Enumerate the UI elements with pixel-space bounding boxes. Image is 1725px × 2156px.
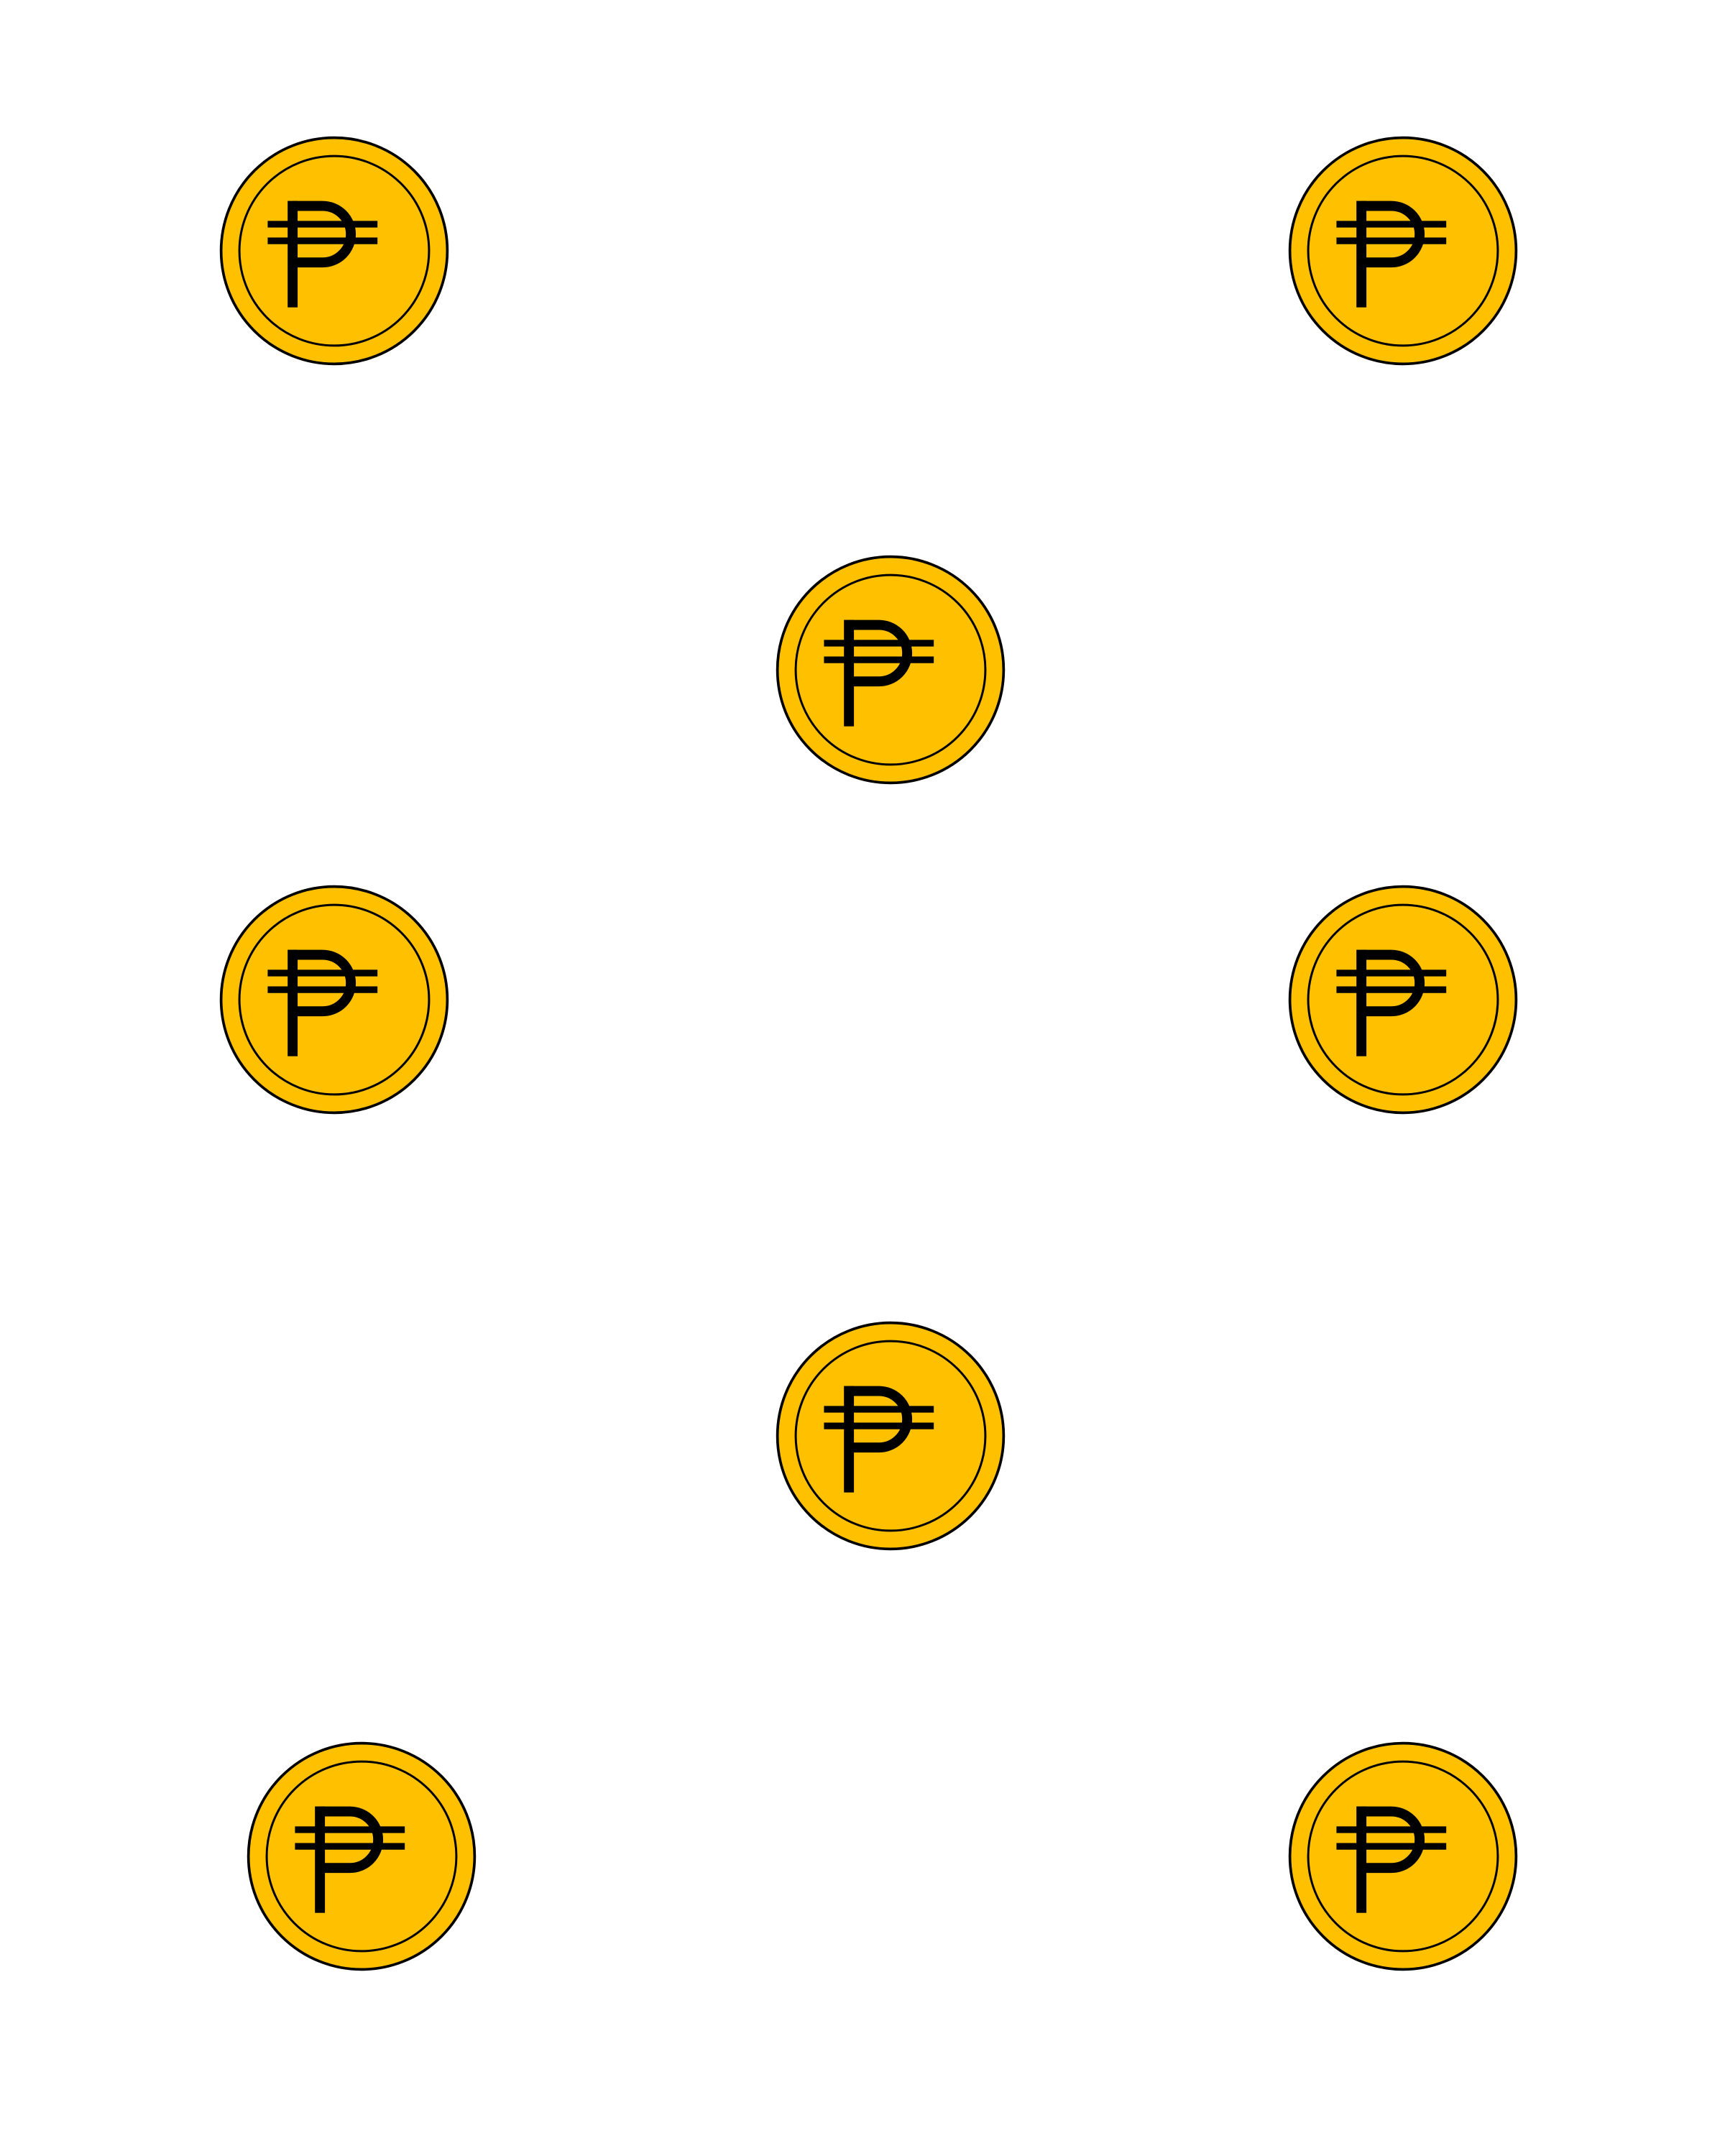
peso-coin-icon <box>218 134 451 367</box>
peso-coin-icon <box>245 1740 478 1973</box>
peso-coin-icon <box>774 553 1007 786</box>
peso-sign-icon <box>824 1386 934 1493</box>
peso-coin-icon <box>1287 883 1519 1116</box>
peso-sign-icon <box>1336 949 1447 1056</box>
peso-sign-icon <box>267 949 378 1056</box>
peso-sign-icon <box>824 619 934 727</box>
peso-sign-icon <box>1336 1806 1447 1913</box>
peso-coin-icon <box>218 883 451 1116</box>
peso-sign-icon <box>267 201 378 308</box>
peso-sign-icon <box>1336 201 1447 308</box>
peso-coin-icon <box>1287 134 1519 367</box>
peso-coin-icon <box>774 1319 1007 1552</box>
peso-coin-icon <box>1287 1740 1519 1973</box>
peso-sign-icon <box>295 1806 405 1913</box>
